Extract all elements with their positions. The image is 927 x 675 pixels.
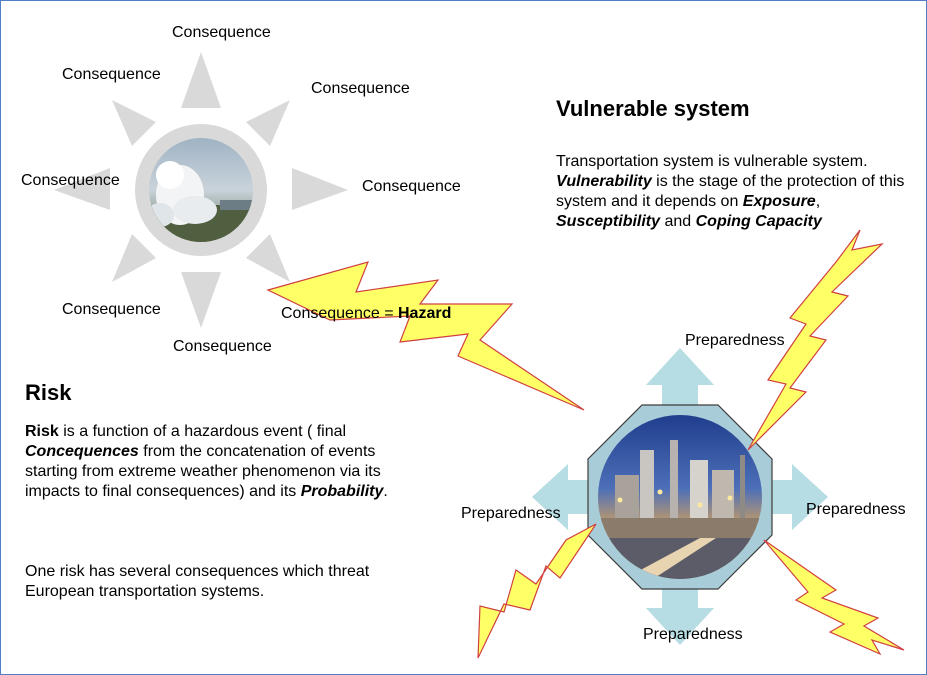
lightning-bolt-top-right bbox=[747, 229, 884, 451]
lightning-bolts bbox=[266, 229, 905, 659]
vulnerable-paragraph: Transportation system is vulnerable syst… bbox=[556, 152, 926, 232]
ray-down bbox=[181, 272, 221, 328]
lightning-bolt-bottom-right bbox=[763, 539, 905, 656]
ray-left bbox=[54, 168, 110, 210]
risk-title: Risk bbox=[25, 380, 72, 405]
risk-term: Risk bbox=[25, 423, 59, 440]
hazard-equation: Consequence = Hazard bbox=[281, 306, 451, 322]
probability-term: Probability bbox=[300, 483, 384, 500]
arrow-right bbox=[760, 464, 828, 530]
vulnerable-text-2: is the stage of the protection of this s… bbox=[556, 173, 905, 210]
preparedness-arrows bbox=[532, 348, 828, 645]
hazard-word: Hazard bbox=[397, 305, 452, 322]
ray-up-right bbox=[246, 100, 290, 146]
risk-text-3: . bbox=[383, 483, 388, 500]
exposure-term: Exposure bbox=[742, 193, 816, 210]
preparedness-label-bottom: Preparedness bbox=[643, 626, 743, 643]
vulnerable-text-4: and bbox=[660, 213, 696, 230]
industrial-plant-photo bbox=[598, 415, 762, 579]
vulnerable-text-1: Transportation system is vulnerable syst… bbox=[556, 153, 868, 170]
arrow-left bbox=[532, 464, 600, 530]
consequence-label-right: Consequence bbox=[362, 178, 461, 195]
vulnerable-title: Vulnerable system bbox=[556, 96, 750, 121]
preparedness-label-right: Preparedness bbox=[806, 501, 906, 518]
risk-text-2: from the concatenation of events startin… bbox=[25, 443, 381, 500]
consequence-label-top: Consequence bbox=[172, 24, 271, 41]
risk-paragraph-2: One risk has several consequences which … bbox=[25, 563, 370, 600]
consequence-rays bbox=[54, 52, 348, 328]
consequence-label-lower-left: Consequence bbox=[62, 301, 161, 318]
coping-capacity-term: Coping Capacity bbox=[695, 213, 822, 230]
arrow-up bbox=[646, 348, 714, 420]
risk-paragraph-1: Risk is a function of a hazardous event … bbox=[25, 422, 423, 502]
vulnerable-text-3: , bbox=[815, 193, 821, 210]
ray-up bbox=[181, 52, 221, 108]
preparedness-label-left: Preparedness bbox=[461, 505, 561, 522]
consequence-label-left: Consequence bbox=[21, 172, 120, 189]
ray-down-right bbox=[246, 234, 290, 282]
lightning-bolt-bottom-left bbox=[477, 523, 597, 659]
susceptibility-term: Susceptibility bbox=[556, 213, 661, 230]
ray-right bbox=[292, 168, 348, 210]
consequence-label-upper-left: Consequence bbox=[62, 66, 161, 83]
consequence-label-bottom: Consequence bbox=[173, 338, 272, 355]
consequences-term: Concequences bbox=[25, 443, 139, 460]
ray-up-left bbox=[112, 100, 156, 146]
arrow-down bbox=[646, 575, 714, 645]
ray-down-left bbox=[112, 234, 156, 282]
hazard-prefix: Consequence = bbox=[281, 305, 398, 322]
preparedness-label-top: Preparedness bbox=[685, 332, 785, 349]
lightning-bolt-hazard bbox=[266, 261, 585, 411]
risk-text-1: is a function of a hazardous event ( fin… bbox=[58, 423, 347, 440]
consequence-label-upper-right: Consequence bbox=[311, 80, 410, 97]
vulnerability-term: Vulnerability bbox=[556, 173, 652, 190]
